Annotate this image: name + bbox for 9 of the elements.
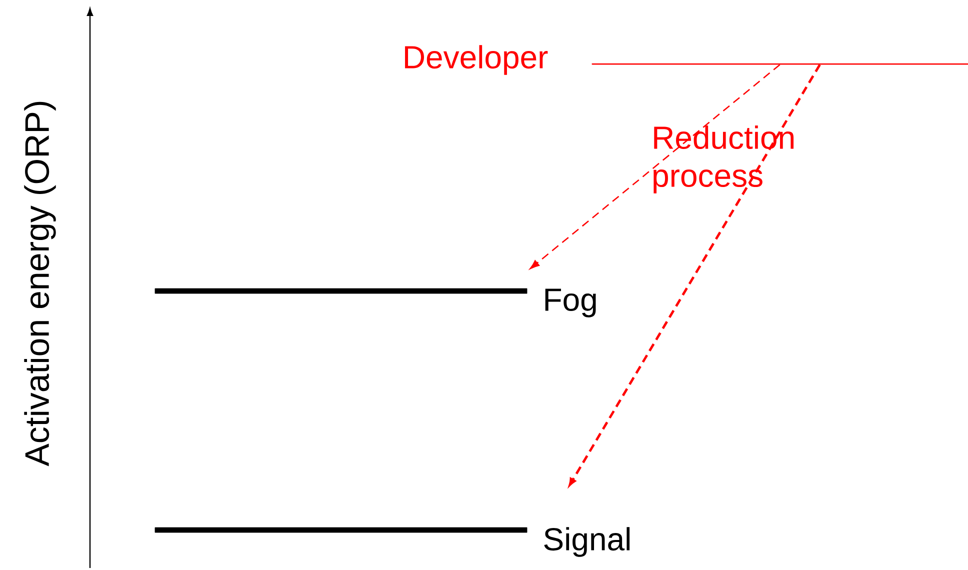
dashed-arrow <box>568 64 821 486</box>
node-label: Fog <box>545 288 596 318</box>
node-label: Developer <box>405 45 548 75</box>
axis-title: Activation energy (ORP) <box>24 102 56 466</box>
energy-level: Fog <box>154 288 596 318</box>
node-label: Signal <box>544 527 630 557</box>
dashed-arrow <box>530 64 780 270</box>
energy-level: Developer <box>405 45 968 75</box>
energy-level: Signal <box>154 527 630 557</box>
